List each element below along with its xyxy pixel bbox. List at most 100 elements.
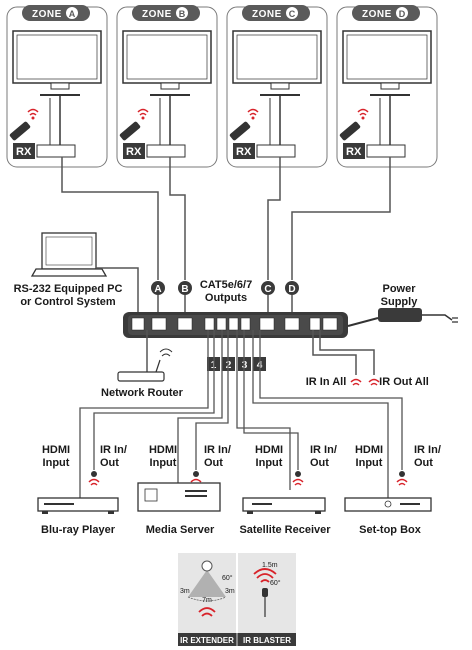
zone-d: ZONE D RX bbox=[336, 5, 438, 168]
zone-b-rx-box bbox=[146, 144, 186, 158]
input-2-ir-line1: IR In/ bbox=[204, 444, 231, 456]
matrix-switch bbox=[123, 312, 348, 338]
blaster-distance: 1.5m bbox=[262, 562, 278, 569]
zone-a-letter: A bbox=[69, 9, 76, 19]
media-server-icon bbox=[137, 482, 221, 512]
zone-a-rx-box bbox=[36, 144, 76, 158]
zone-a-tab-label: ZONE bbox=[32, 9, 62, 20]
power-label-line2: Supply bbox=[381, 296, 419, 308]
input-3-ir-line1: IR In/ bbox=[310, 444, 337, 456]
ir-signal-icon bbox=[137, 108, 149, 120]
input-2-hdmi-line2: Input bbox=[150, 457, 177, 469]
zone-b-letter-circle bbox=[176, 7, 188, 19]
device-4-label: Set-top Box bbox=[359, 524, 422, 536]
laptop-icon bbox=[30, 232, 108, 277]
cable-a bbox=[61, 157, 159, 280]
zone-c: ZONE C RX bbox=[226, 5, 328, 168]
legend-blaster-label: IR BLASTER bbox=[243, 636, 291, 645]
input-1-hdmi-line1: HDMI bbox=[42, 444, 70, 456]
cable-d-letter: D bbox=[288, 284, 295, 295]
ir-remote-icon bbox=[9, 121, 31, 141]
input-2-ir-line2: Out bbox=[204, 457, 223, 469]
input-2-hdmi-line1: HDMI bbox=[149, 444, 177, 456]
router-icon bbox=[117, 348, 173, 382]
input-cables bbox=[79, 330, 403, 498]
extender-cone bbox=[188, 570, 226, 597]
extender-angle: 60° bbox=[222, 574, 233, 582]
ir-signal-icon bbox=[357, 108, 369, 120]
ir-eye-icon bbox=[396, 471, 408, 486]
ir-signal-icon bbox=[253, 568, 277, 583]
cat-label-line2: Outputs bbox=[205, 292, 247, 304]
zone-d-rx-badge bbox=[343, 143, 365, 159]
ir-signal-icon bbox=[247, 108, 259, 120]
zone-b-letter: B bbox=[179, 9, 186, 19]
legend-extender-label: IR EXTENDER bbox=[180, 636, 234, 645]
cable-b-marker bbox=[178, 281, 192, 295]
ir-blaster-icon bbox=[262, 588, 268, 617]
zone-c-rx-label: RX bbox=[236, 146, 252, 158]
zone-d-tab-label: ZONE bbox=[362, 9, 392, 20]
rs232-label-line2: or Control System bbox=[20, 296, 116, 308]
zone-d-letter-circle bbox=[396, 7, 408, 19]
satellite-receiver-icon bbox=[242, 497, 326, 514]
input-3-hdmi-line2: Input bbox=[256, 457, 283, 469]
ir-signal-icon bbox=[368, 378, 380, 386]
cable-a-marker bbox=[151, 281, 165, 295]
input-4-hdmi-line1: HDMI bbox=[355, 444, 383, 456]
cat-label-line1: CAT5e/6/7 bbox=[200, 279, 252, 291]
cable-d bbox=[291, 157, 391, 280]
zone-c-rx-box bbox=[256, 144, 296, 158]
zone-d-rx-box bbox=[366, 144, 406, 158]
rs232-cable bbox=[96, 267, 139, 318]
zone-d-letter: D bbox=[399, 9, 406, 19]
device-2-label: Media Server bbox=[146, 524, 215, 536]
ir-eye-icon bbox=[88, 471, 100, 486]
cable-c-letter: C bbox=[264, 284, 271, 295]
zone-c-rx-badge bbox=[233, 143, 255, 159]
input-1-hdmi-line2: Input bbox=[43, 457, 70, 469]
zone-b: ZONE B RX bbox=[116, 5, 218, 168]
zone-a-rx-badge bbox=[13, 143, 35, 159]
legend: 60° 3m 3m 7m 1.5m 60° IR EXTENDER IR BLA… bbox=[178, 553, 296, 646]
set-top-box-icon bbox=[344, 497, 432, 512]
zone-d-rx-label: RX bbox=[346, 146, 362, 158]
extender-range: 7m bbox=[202, 597, 212, 604]
input-4-hdmi-line2: Input bbox=[356, 457, 383, 469]
input-4-ir-line1: IR In/ bbox=[414, 444, 441, 456]
ir-signal-icon bbox=[198, 607, 216, 617]
ir-all-cables bbox=[312, 330, 375, 375]
zone-c-tab-label: ZONE bbox=[252, 9, 282, 20]
device-1-label: Blu-ray Player bbox=[41, 524, 116, 536]
zone-c-letter-circle bbox=[286, 7, 298, 19]
input-1-ir-line2: Out bbox=[100, 457, 119, 469]
ir-remote-icon bbox=[119, 121, 141, 141]
cable-c bbox=[267, 157, 281, 280]
input-3-ir-line2: Out bbox=[310, 457, 329, 469]
blaster-angle: 60° bbox=[270, 579, 281, 587]
ir-remote-icon bbox=[339, 121, 361, 141]
cable-a-letter: A bbox=[154, 284, 161, 295]
input-port-3-label: 3 bbox=[242, 360, 248, 371]
zone-a-rx-label: RX bbox=[16, 146, 32, 158]
ir-eye-icon bbox=[292, 471, 304, 486]
blu-ray-player-icon bbox=[37, 497, 119, 514]
ir-in-all-label: IR In All bbox=[306, 376, 347, 388]
cat-cables bbox=[61, 157, 391, 280]
cable-d-marker bbox=[285, 281, 299, 295]
input-3-hdmi-line1: HDMI bbox=[255, 444, 283, 456]
zone-a-letter-circle bbox=[66, 7, 78, 19]
extender-side-right: 3m bbox=[225, 588, 235, 595]
input-port-2-label: 2 bbox=[226, 360, 232, 371]
input-4-ir-line2: Out bbox=[414, 457, 433, 469]
cable-b bbox=[169, 157, 186, 280]
device-3-label: Satellite Receiver bbox=[239, 524, 331, 536]
zone-a: ZONE A RX bbox=[6, 5, 108, 168]
extender-side-left: 3m bbox=[180, 588, 190, 595]
rs232-label-line1: RS-232 Equipped PC bbox=[14, 283, 123, 295]
zone-c-letter: C bbox=[289, 9, 296, 19]
zone-b-rx-badge bbox=[123, 143, 145, 159]
input-1-ir-line1: IR In/ bbox=[100, 444, 127, 456]
